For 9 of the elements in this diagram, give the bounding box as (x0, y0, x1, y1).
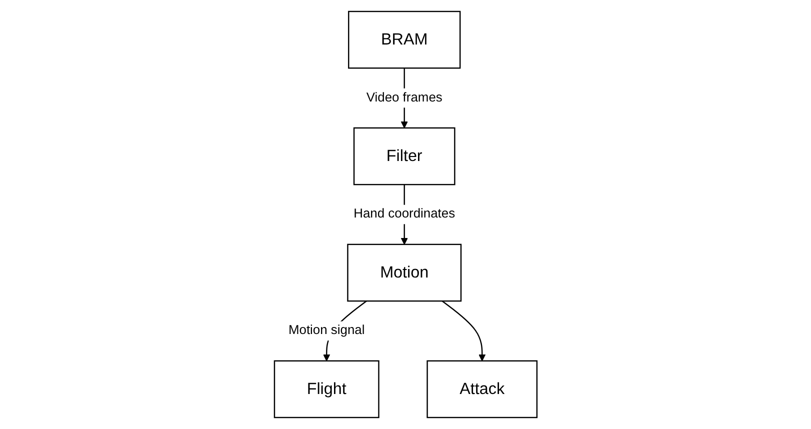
node-box: Attack (426, 360, 538, 418)
node-box: Flight (274, 360, 380, 418)
edge-label: Hand coordinates (353, 207, 455, 221)
edge-label: Motion signal (288, 324, 365, 338)
node-box: Filter (353, 127, 456, 186)
arrow (442, 300, 486, 362)
node-box: BRAM (348, 10, 460, 69)
node-box: Motion (346, 244, 462, 302)
edge-label: Video frames (366, 90, 442, 104)
